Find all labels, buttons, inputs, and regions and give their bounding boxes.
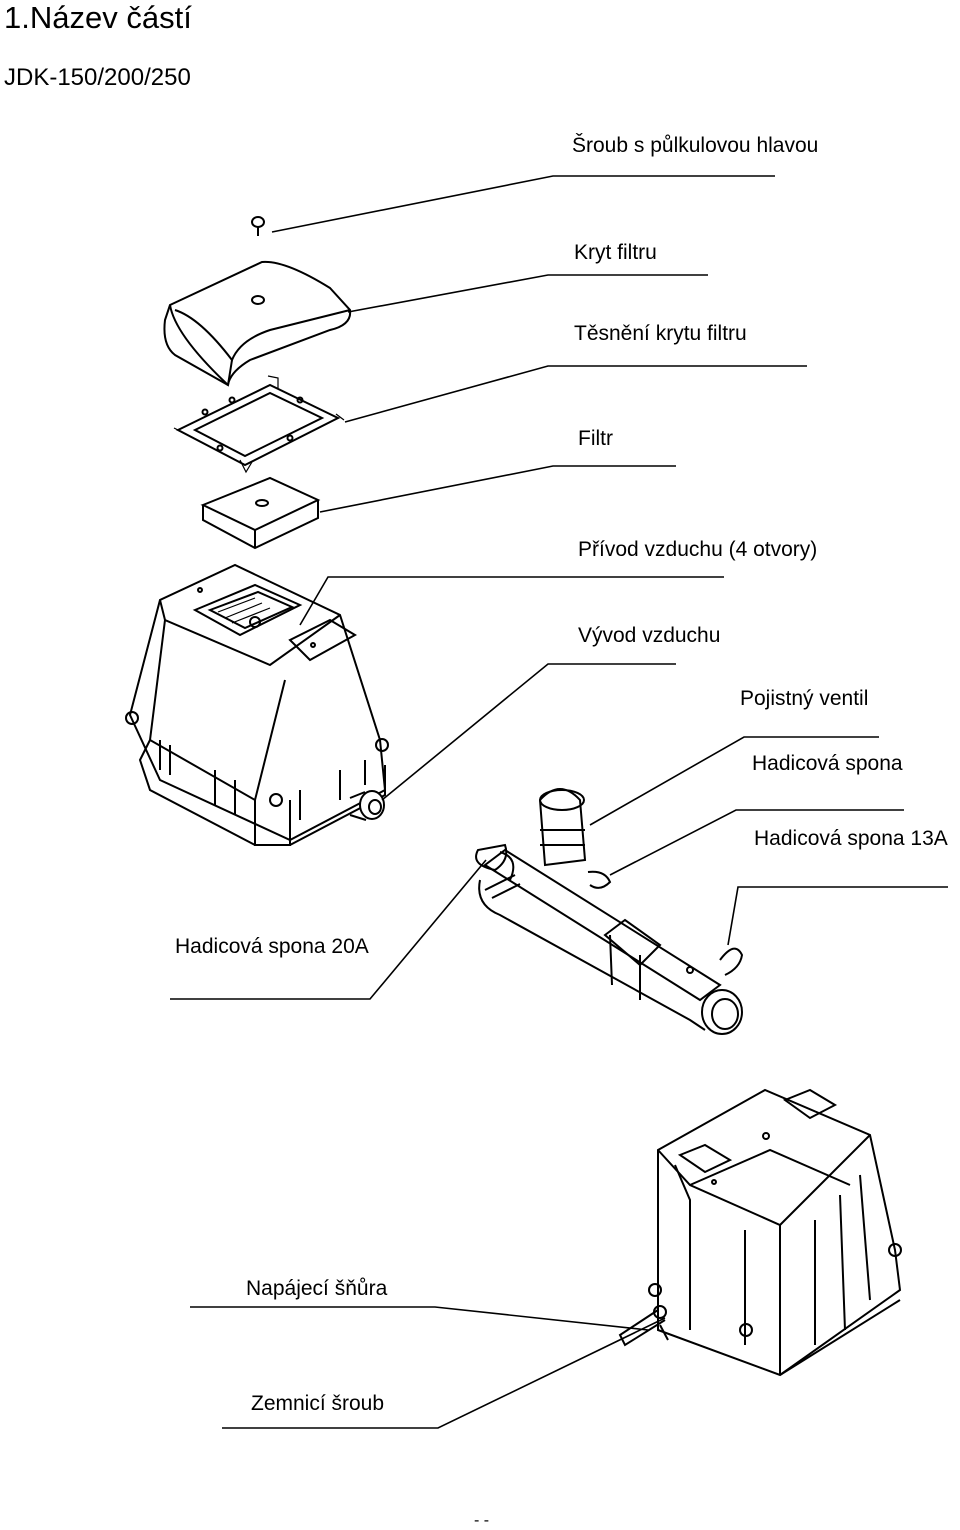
label-hose-clamp: Hadicová spona: [752, 752, 903, 775]
label-hose-clamp-13a: Hadicová spona 13A: [754, 827, 948, 850]
label-power-cord: Napájecí šňůra: [246, 1277, 388, 1300]
page-number-mark: - -: [474, 1512, 490, 1529]
leader-lines: [170, 175, 948, 1429]
screw-part: [251, 216, 265, 236]
blower-body-lower: [618, 1088, 902, 1377]
label-filter-cover-gasket: Těsnění krytu filtru: [574, 322, 747, 345]
label-ground-screw: Zemnicí šroub: [251, 1392, 385, 1415]
label-screw: Šroub s půlkulovou hlavou: [572, 134, 819, 157]
label-filter: Filtr: [578, 427, 613, 450]
section-title: 1.Název částí: [4, 0, 192, 35]
filter-part: [200, 476, 321, 550]
blower-body-upper: [125, 563, 389, 846]
pipe-assembly: [475, 788, 744, 1035]
label-filter-cover: Kryt filtru: [574, 241, 657, 264]
filter-gasket-part: [173, 375, 345, 474]
label-hose-clamp-20a: Hadicová spona 20A: [175, 935, 369, 958]
model-number: JDK-150/200/250: [4, 64, 191, 91]
label-safety-valve: Pojistný ventil: [740, 687, 869, 710]
label-air-inlet: Přívod vzduchu (4 otvory): [578, 538, 818, 561]
filter-cover-part: [163, 260, 352, 387]
label-air-outlet: Vývod vzduchu: [578, 624, 721, 647]
